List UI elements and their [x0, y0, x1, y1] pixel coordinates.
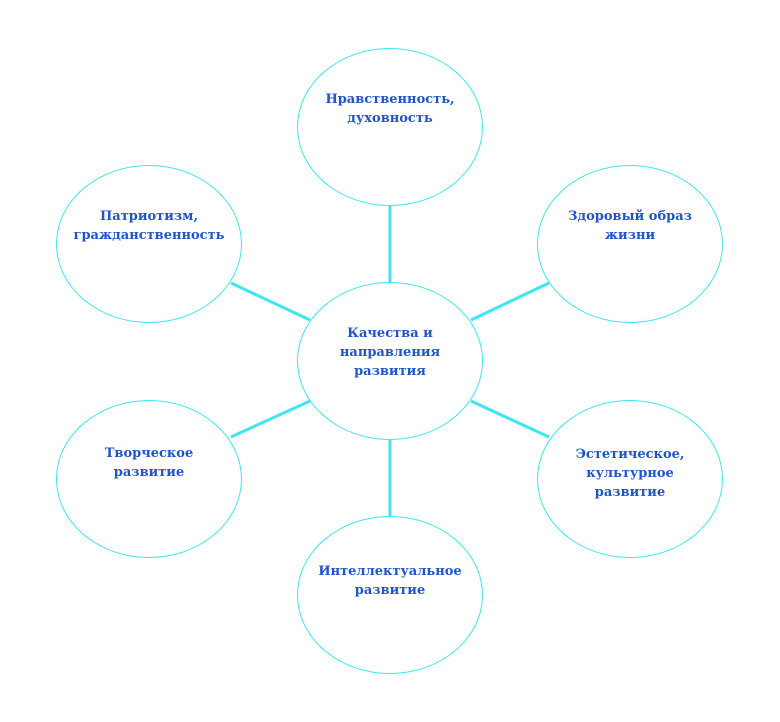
node-creative-development: Творческое развитие [56, 400, 242, 558]
node-label: Интеллектуальное развитие [318, 564, 462, 598]
node-intellectual-development: Интеллектуальное развитие [297, 516, 483, 674]
node-label: Эстетическое, культурное развитие [575, 446, 685, 500]
center-label: Качества и направления развития [339, 325, 441, 379]
node-aesthetic-cultural: Эстетическое, культурное развитие [537, 400, 723, 558]
connector-top-left [230, 281, 311, 322]
node-healthy-lifestyle: Здоровый образ жизни [537, 165, 723, 323]
connector-top-right [470, 281, 550, 322]
connector-bottom-left [230, 399, 311, 439]
node-label: Творческое развитие [104, 445, 194, 480]
connector-bottom-right [470, 399, 550, 439]
node-patriotism-citizenship: Патриотизм, гражданственность [56, 165, 242, 323]
node-label: Патриотизм, гражданственность [73, 208, 225, 243]
node-center-qualities: Качества и направления развития [297, 282, 483, 440]
node-morality-spirituality: Нравственность, духовность [297, 48, 483, 206]
node-label: Здоровый образ жизни [568, 208, 692, 243]
node-label: Нравственность, духовность [325, 91, 455, 126]
